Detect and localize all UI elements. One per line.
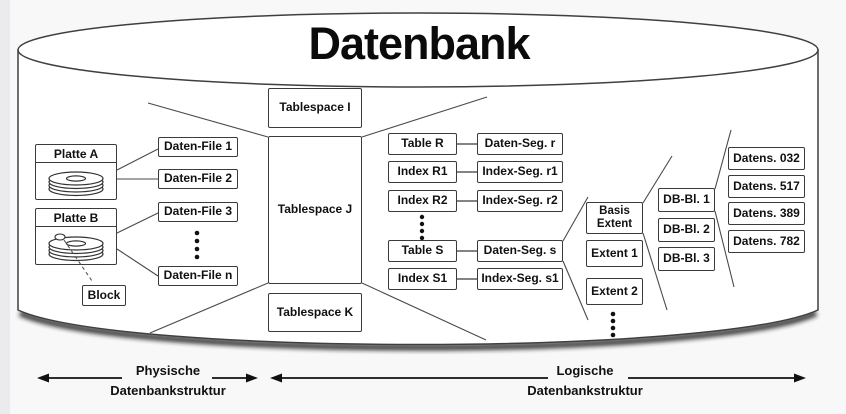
physical-structure-line2: Datenbankstruktur (110, 383, 226, 398)
db-block-box-2: DB-Bl. 2 (658, 218, 715, 242)
cylinder-bottom-shadow (18, 310, 818, 351)
segment-box-r1: Index-Seg. r1 (477, 161, 563, 183)
table-segment-connectors (457, 143, 477, 280)
physical-structure-line1: Physische (135, 363, 201, 378)
record-box-517: Datens. 517 (728, 175, 805, 198)
tablespace-box-i: Tablespace I (268, 88, 362, 128)
disk-to-file-lines (116, 148, 159, 277)
platte-a-label: Platte A (36, 145, 116, 163)
ellipsis-dots-tables (419, 214, 425, 241)
ellipsis-dots-files (194, 230, 200, 260)
physical-structure-label: Physische Datenbankstruktur (75, 361, 261, 401)
table-box-s: Table S (388, 240, 457, 262)
index-box-r1: Index R1 (388, 161, 457, 183)
tablespace-box-k: Tablespace K (268, 293, 362, 332)
index-box-r2: Index R2 (388, 190, 457, 212)
file-box-2: Daten-File 2 (158, 169, 238, 189)
extent-box-1: Extent 1 (586, 240, 643, 267)
block-box: Block (82, 285, 126, 306)
file-box-n: Daten-File n (158, 266, 238, 286)
segment-box-s: Daten-Seg. s (477, 240, 563, 262)
file-box-3: Daten-File 3 (158, 202, 238, 222)
file-box-1: Daten-File 1 (158, 137, 238, 157)
record-box-389: Datens. 389 (728, 202, 805, 225)
extent-box-2: Extent 2 (586, 278, 643, 305)
record-box-782: Datens. 782 (728, 230, 805, 253)
segment-box-r2: Index-Seg. r2 (477, 190, 563, 212)
db-block-box-3: DB-Bl. 3 (658, 247, 715, 271)
disk-icon (48, 235, 104, 261)
ellipsis-dots-extents (610, 311, 616, 338)
extent-box-basis: Basis Extent (586, 202, 643, 234)
diagram-title: Datenbank (308, 18, 530, 69)
logical-structure-line2: Datenbankstruktur (527, 383, 643, 398)
disk-box-platte-a: Platte A (35, 144, 117, 200)
index-box-s1: Index S1 (388, 268, 457, 290)
segment-box-s1: Index-Seg. s1 (477, 268, 563, 290)
tablespace-box-j: Tablespace J (268, 136, 362, 284)
logical-structure-label: Logische Datenbankstruktur (492, 361, 678, 401)
disk-box-platte-b: Platte B (35, 208, 117, 265)
platte-b-label: Platte B (36, 209, 116, 227)
window-edge (0, 0, 10, 414)
record-box-032: Datens. 032 (728, 147, 805, 170)
logical-structure-line1: Logische (556, 363, 614, 378)
segment-box-r: Daten-Seg. r (477, 133, 563, 155)
disk-icon (48, 171, 104, 197)
table-box-r: Table R (388, 133, 457, 155)
db-block-box-1: DB-Bl. 1 (658, 188, 715, 212)
